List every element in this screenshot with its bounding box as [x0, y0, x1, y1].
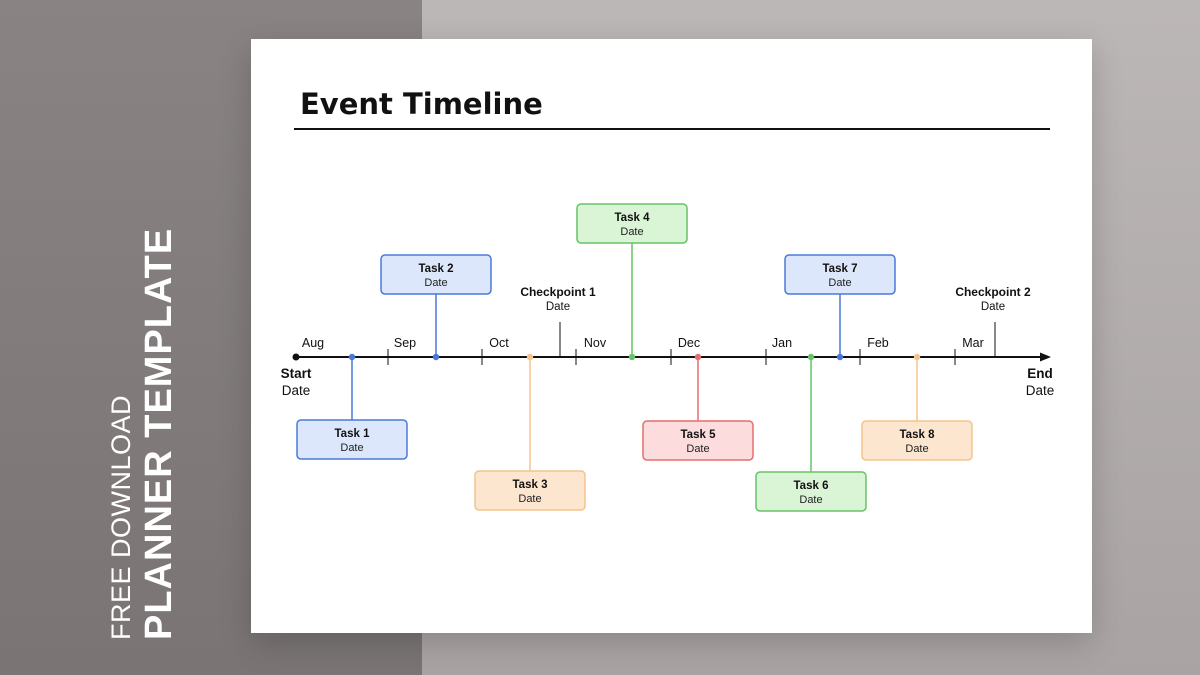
start-label: Start — [281, 366, 312, 381]
timeline-end-arrow — [1040, 352, 1051, 362]
task-date: Date — [828, 277, 851, 289]
task-marker — [807, 353, 815, 361]
task-6: Task 6 Date — [755, 353, 867, 512]
timeline-diagram: Aug Sep Oct Nov Dec Jan Feb Mar Start Da… — [281, 203, 1055, 512]
task-box — [755, 471, 867, 512]
task-marker — [348, 353, 356, 361]
page-title: Event Timeline — [300, 87, 543, 121]
checkpoint-label: Checkpoint 1 — [520, 285, 596, 299]
task-3: Task 3 Date — [474, 353, 586, 511]
month-label: Mar — [962, 336, 984, 350]
task-date: Date — [799, 494, 822, 506]
checkpoint-label: Checkpoint 2 — [955, 285, 1031, 299]
task-box — [861, 420, 973, 461]
task-1: Task 1 Date — [296, 353, 408, 460]
month-label: Aug — [302, 336, 324, 350]
task-box — [296, 419, 408, 460]
task-marker — [432, 353, 440, 361]
task-marker — [913, 353, 921, 361]
task-date: Date — [686, 443, 709, 455]
task-label: Task 5 — [681, 429, 717, 441]
month-ticks — [387, 349, 956, 365]
month-label: Dec — [678, 336, 700, 350]
task-box — [380, 254, 492, 295]
title-underline — [294, 128, 1050, 130]
timeline-sheet: Event Timeline Aug Sep Oct Nov Dec Jan F… — [251, 39, 1092, 633]
task-label: Task 2 — [419, 263, 454, 275]
task-2: Task 2 Date — [380, 254, 492, 361]
task-marker — [526, 353, 534, 361]
task-label: Task 1 — [335, 428, 371, 440]
task-label: Task 8 — [900, 429, 936, 441]
task-marker — [694, 353, 702, 361]
task-label: Task 4 — [615, 212, 651, 224]
task-date: Date — [340, 442, 363, 454]
task-8: Task 8 Date — [861, 353, 973, 461]
month-label: Nov — [584, 336, 607, 350]
task-label: Task 7 — [823, 263, 858, 275]
checkpoint-date: Date — [981, 301, 1005, 313]
task-marker — [836, 353, 844, 361]
task-box — [784, 254, 896, 295]
task-4: Task 4 Date — [576, 203, 688, 361]
task-date: Date — [518, 493, 541, 505]
checkpoint-2: Checkpoint 2 Date — [955, 285, 1031, 357]
task-date: Date — [620, 226, 643, 238]
task-box — [474, 470, 586, 511]
task-label: Task 6 — [794, 480, 829, 492]
checkpoint-date: Date — [546, 301, 570, 313]
task-box — [576, 203, 688, 244]
month-label: Sep — [394, 336, 416, 350]
task-date: Date — [905, 443, 928, 455]
task-marker — [628, 353, 636, 361]
task-box — [642, 420, 754, 461]
month-label: Feb — [867, 336, 889, 350]
month-label: Oct — [489, 336, 509, 350]
month-label: Jan — [772, 336, 792, 350]
side-caption: FREE DOWNLOAD PLANNER TEMPLATE — [105, 228, 181, 640]
end-date: Date — [1026, 383, 1055, 398]
checkpoint-1: Checkpoint 1 Date — [520, 285, 596, 357]
task-date: Date — [424, 277, 447, 289]
free-download-text: FREE DOWNLOAD — [106, 394, 136, 640]
planner-template-text: PLANNER TEMPLATE — [138, 227, 180, 640]
end-label: End — [1027, 366, 1053, 381]
task-5: Task 5 Date — [642, 353, 754, 461]
start-date: Date — [282, 383, 311, 398]
task-7: Task 7 Date — [784, 254, 896, 361]
timeline-start-dot — [292, 353, 300, 361]
task-label: Task 3 — [513, 479, 548, 491]
